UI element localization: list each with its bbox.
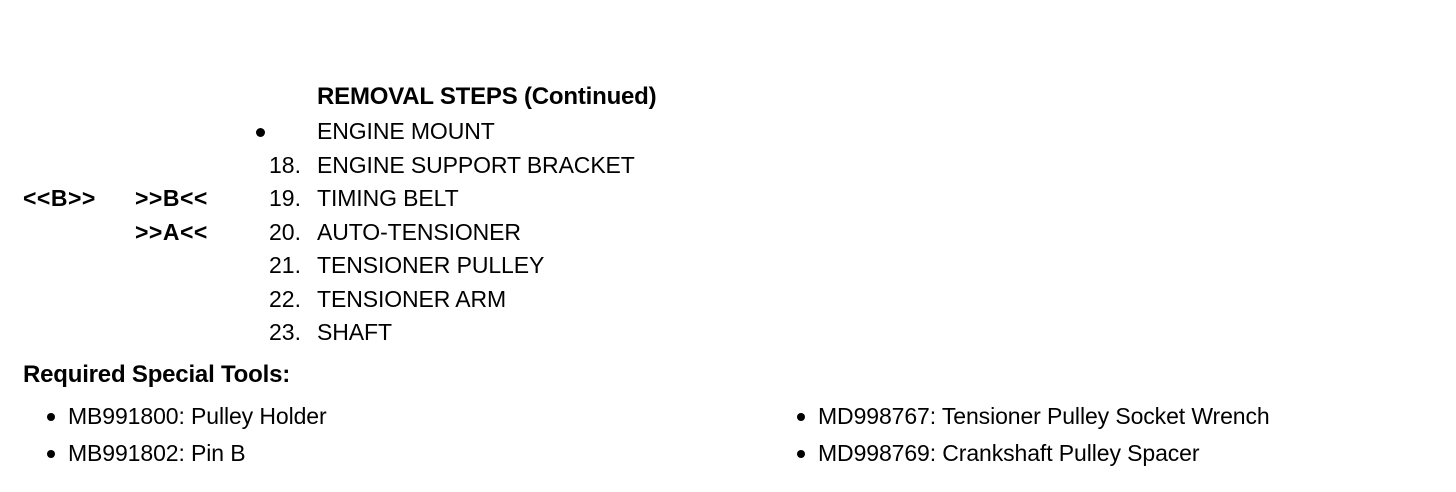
bullet-dot-icon xyxy=(47,450,55,458)
step-label: AUTO-TENSIONER xyxy=(317,218,521,245)
removal-step-row: 21. TENSIONER PULLEY xyxy=(0,252,1456,286)
step-label: TIMING BELT xyxy=(317,185,459,211)
step-marker-left: <<B>> xyxy=(23,185,96,211)
tool-list-item: MD998769: Crankshaft Pulley Spacer xyxy=(792,440,1270,477)
removal-steps-list: ENGINE MOUNT 18. ENGINE SUPPORT BRACKET … xyxy=(0,118,1456,353)
step-marker-right: >>A<< xyxy=(135,218,208,245)
tools-list-left: MB991800: Pulley Holder MB991802: Pin B xyxy=(42,403,327,477)
bullet-dot-icon xyxy=(797,450,805,458)
required-special-tools-heading: Required Special Tools: xyxy=(23,361,291,388)
removal-step-row: 22. TENSIONER ARM xyxy=(0,286,1456,320)
step-label: TENSIONER ARM xyxy=(317,285,507,312)
tool-label: MD998767: Tensioner Pulley Socket Wrench xyxy=(818,403,1270,429)
step-number: 22. xyxy=(269,285,301,312)
tool-label: MB991802: Pin B xyxy=(68,440,246,466)
step-label: SHAFT xyxy=(317,319,392,345)
step-label: TENSIONER PULLEY xyxy=(317,252,545,278)
removal-step-row: 18. ENGINE SUPPORT BRACKET xyxy=(0,152,1456,186)
removal-step-row: >>A<< 20. AUTO-TENSIONER xyxy=(0,219,1456,253)
step-number: 19. xyxy=(269,185,301,211)
tools-list-right: MD998767: Tensioner Pulley Socket Wrench… xyxy=(792,403,1270,477)
tool-label: MD998769: Crankshaft Pulley Spacer xyxy=(818,440,1200,466)
step-number: 18. xyxy=(269,151,301,178)
step-label: ENGINE SUPPORT BRACKET xyxy=(317,151,635,178)
step-marker-right: >>B<< xyxy=(135,185,208,211)
bullet-dot-icon xyxy=(256,118,268,137)
bullet-dot-icon xyxy=(47,413,55,421)
tool-label: MB991800: Pulley Holder xyxy=(68,403,327,429)
tool-list-item: MB991800: Pulley Holder xyxy=(42,403,327,440)
removal-step-row: 23. SHAFT xyxy=(0,319,1456,353)
step-number: 21. xyxy=(269,252,301,278)
tool-list-item: MB991802: Pin B xyxy=(42,440,327,477)
tool-list-item: MD998767: Tensioner Pulley Socket Wrench xyxy=(792,403,1270,440)
bullet-dot-icon xyxy=(797,413,805,421)
step-number: 23. xyxy=(269,319,301,345)
removal-step-row: ENGINE MOUNT xyxy=(0,118,1456,152)
removal-step-row: <<B>> >>B<< 19. TIMING BELT xyxy=(0,185,1456,219)
removal-steps-heading: REMOVAL STEPS (Continued) xyxy=(317,83,657,110)
step-number: 20. xyxy=(269,218,301,245)
step-label: ENGINE MOUNT xyxy=(317,118,495,144)
